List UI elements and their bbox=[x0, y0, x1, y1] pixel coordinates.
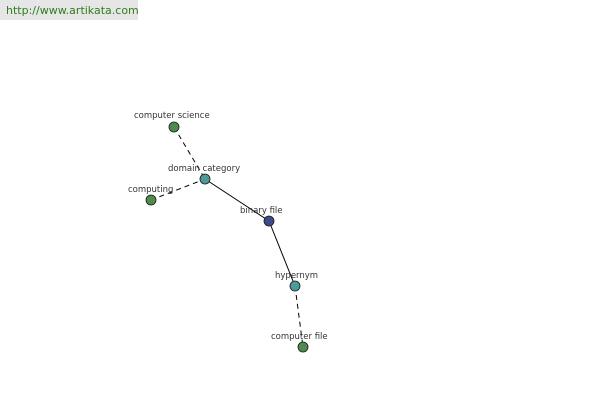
node-label-binary-file: binary file bbox=[240, 206, 283, 216]
site-url-link[interactable]: http://www.artikata.com bbox=[6, 4, 139, 17]
node-binary-file[interactable] bbox=[263, 215, 275, 227]
node-label-domain-category: domain category bbox=[168, 164, 240, 174]
node-label-hypernym: hypernym bbox=[275, 271, 318, 281]
site-banner: http://www.artikata.com bbox=[0, 0, 139, 20]
edge-binary-file-hypernym bbox=[268, 220, 296, 287]
edge-computing-domain-category bbox=[150, 178, 206, 201]
node-computing[interactable] bbox=[145, 194, 157, 206]
node-label-computing: computing bbox=[128, 185, 173, 195]
graph-nodes: computer science domain category computing… bbox=[128, 111, 328, 353]
edge-hypernym-computer-file bbox=[294, 285, 304, 348]
node-computer-science[interactable] bbox=[168, 121, 180, 133]
node-domain-category[interactable] bbox=[199, 173, 211, 185]
node-label-computer-file: computer file bbox=[271, 332, 328, 342]
graph-edges bbox=[150, 126, 304, 348]
edge-domain-category-binary-file bbox=[204, 178, 270, 222]
edge-computer-science-domain-category bbox=[173, 126, 206, 180]
node-label-computer-science: computer science bbox=[134, 111, 210, 121]
node-hypernym[interactable] bbox=[289, 280, 301, 292]
node-computer-file[interactable] bbox=[297, 341, 309, 353]
